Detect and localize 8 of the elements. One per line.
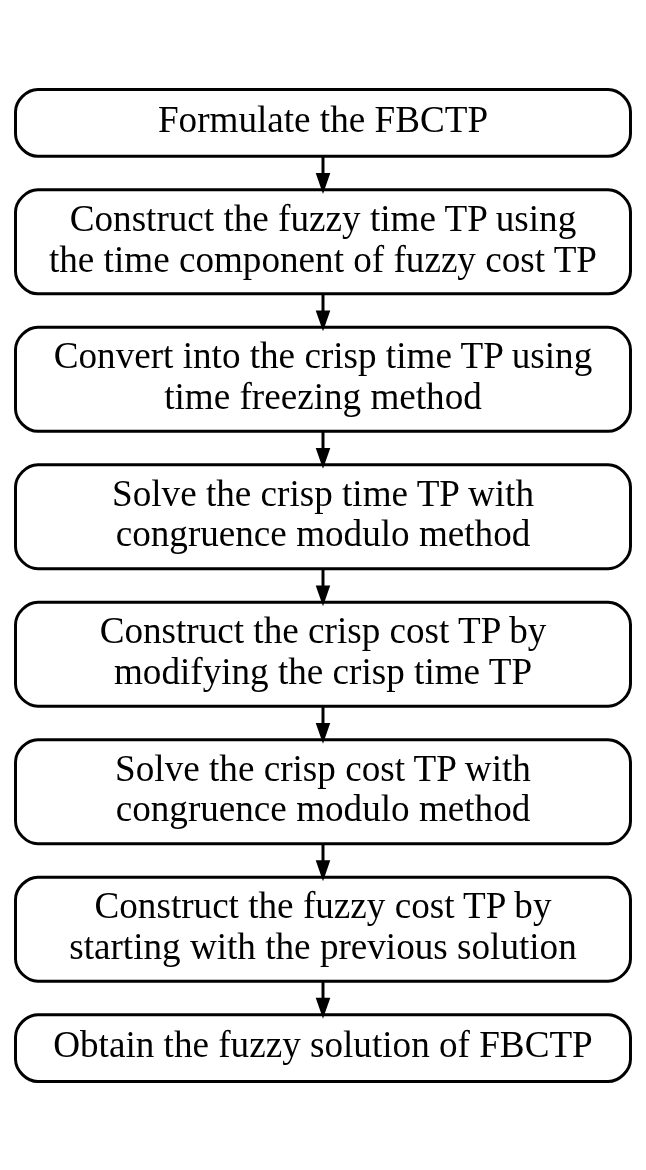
node-box: Obtain the fuzzy solution of FBCTP	[14, 1012, 632, 1083]
node-box: Solve the crisp time TP with congruence modulo method	[14, 462, 632, 570]
node-box: Construct the crisp cost TP by modifying the crisp time TP	[14, 600, 632, 708]
node-box: Convert into the crisp time TP using time freezing method	[14, 325, 632, 433]
node-box: Formulate the FBCTP	[14, 87, 632, 158]
node-box: Construct the fuzzy cost TP by starting with the previous solution	[14, 875, 632, 983]
node-box: Construct the fuzzy time TP using the time component of fuzzy cost TP	[14, 187, 632, 295]
node-box: Solve the crisp cost TP with congruence modulo method	[14, 737, 632, 845]
